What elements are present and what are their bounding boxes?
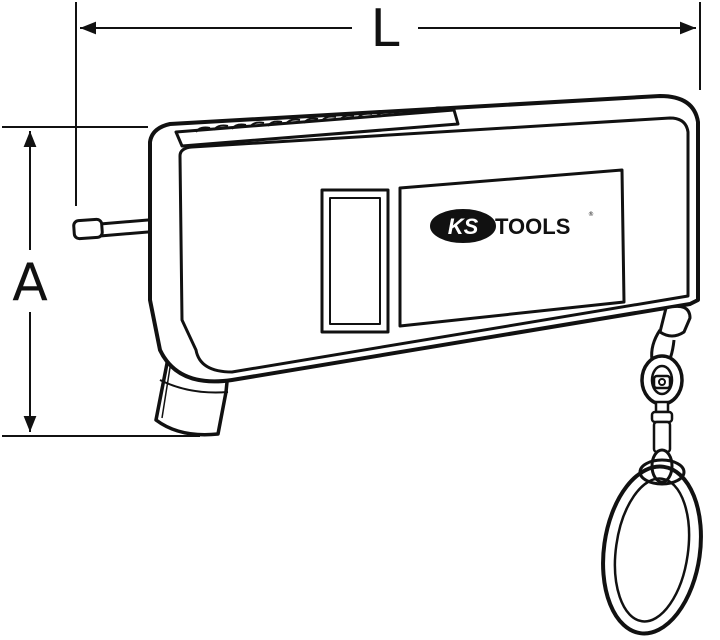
logo-registered-mark: ® bbox=[588, 211, 594, 218]
logo-oval bbox=[430, 209, 496, 243]
logo-tools-text: TOOLS bbox=[495, 214, 570, 239]
dimension-height: A bbox=[2, 126, 200, 437]
label-panel bbox=[398, 168, 626, 328]
tire-gauge bbox=[72, 94, 700, 437]
dimension-label-a: A bbox=[12, 253, 48, 313]
dimension-label-l: L bbox=[371, 0, 400, 59]
logo-ks-text: KS bbox=[448, 214, 479, 239]
brand-logo: KS TOOLS ® bbox=[430, 209, 594, 243]
keyring-chain bbox=[601, 329, 703, 636]
keyring-lug bbox=[658, 304, 692, 338]
display-window bbox=[320, 188, 390, 334]
grip-strip bbox=[174, 106, 460, 148]
dimension-length: L bbox=[75, 0, 701, 206]
